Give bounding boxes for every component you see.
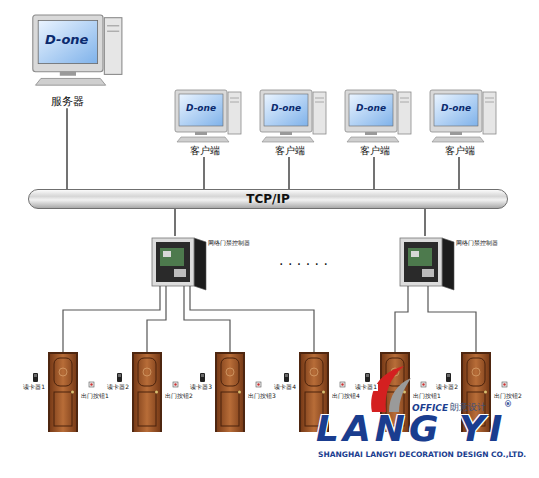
node-label: 客户端 xyxy=(337,145,412,157)
screen-logo: D-one xyxy=(441,103,471,113)
card-reader-label: 读卡器3 xyxy=(189,384,213,391)
card-reader-label: 读卡器1 xyxy=(354,384,378,391)
logo-wordmark: LANG YI xyxy=(316,411,506,447)
client-icon xyxy=(260,90,326,142)
ellipsis: · · · · · · xyxy=(279,256,328,272)
client-computer: 客户端 xyxy=(422,90,497,157)
client-icon xyxy=(345,90,411,142)
exit-button-label: 出门按钮1 xyxy=(412,393,442,400)
client-icon xyxy=(175,90,241,142)
node-label: 网络门禁控制器 xyxy=(456,239,502,246)
door-wires xyxy=(63,286,476,352)
screen-logo: D-one xyxy=(356,103,386,113)
node-label: 客户端 xyxy=(422,145,497,157)
card-reader-label: 读卡器2 xyxy=(435,384,459,391)
network-line xyxy=(458,157,460,189)
card-reader-label: 读卡器4 xyxy=(273,384,297,391)
client-computer: 客户端 xyxy=(337,90,412,157)
network-line xyxy=(424,209,426,236)
network-line xyxy=(66,108,68,189)
card-reader-label: 读卡器1 xyxy=(22,384,46,391)
network-line xyxy=(288,157,290,189)
exit-button-label: 出门按钮3 xyxy=(247,393,277,400)
server-icon xyxy=(33,15,122,85)
network-line xyxy=(373,157,375,189)
node-label: 客户端 xyxy=(167,145,242,157)
exit-button-label: 出门按钮2 xyxy=(164,393,194,400)
exit-button-label: 出门按钮2 xyxy=(493,393,523,400)
screen-logo: D-one xyxy=(271,103,301,113)
logo-text: SHANGHAI LANGYI DECORATION DESIGN CO.,LT… xyxy=(318,451,526,460)
exit-button-label: 出门按钮1 xyxy=(80,393,110,400)
exit-button-label: 出门按钮4 xyxy=(331,393,361,400)
network-line xyxy=(174,209,176,236)
controller-icon xyxy=(152,238,206,290)
screen-logo: D-one xyxy=(45,33,88,48)
controller-icon xyxy=(400,238,454,290)
logo-text: ® xyxy=(504,400,512,409)
client-computer: 客户端 xyxy=(252,90,327,157)
client-icon xyxy=(430,90,496,142)
access-controller: 网络门禁控制器 xyxy=(150,236,254,290)
server-computer: 服务器 xyxy=(20,15,115,108)
node-label: 服务器 xyxy=(20,95,115,108)
card-reader-label: 读卡器2 xyxy=(106,384,130,391)
node-label: 网络门禁控制器 xyxy=(208,239,254,246)
bus-label: TCP/IP xyxy=(29,190,507,208)
client-computer: 客户端 xyxy=(167,90,242,157)
access-controller: 网络门禁控制器 xyxy=(398,236,502,290)
node-label: 客户端 xyxy=(252,145,327,157)
screen-logo: D-one xyxy=(186,103,216,113)
network-line xyxy=(203,157,205,189)
tcp-ip-bus: TCP/IP xyxy=(28,189,508,209)
